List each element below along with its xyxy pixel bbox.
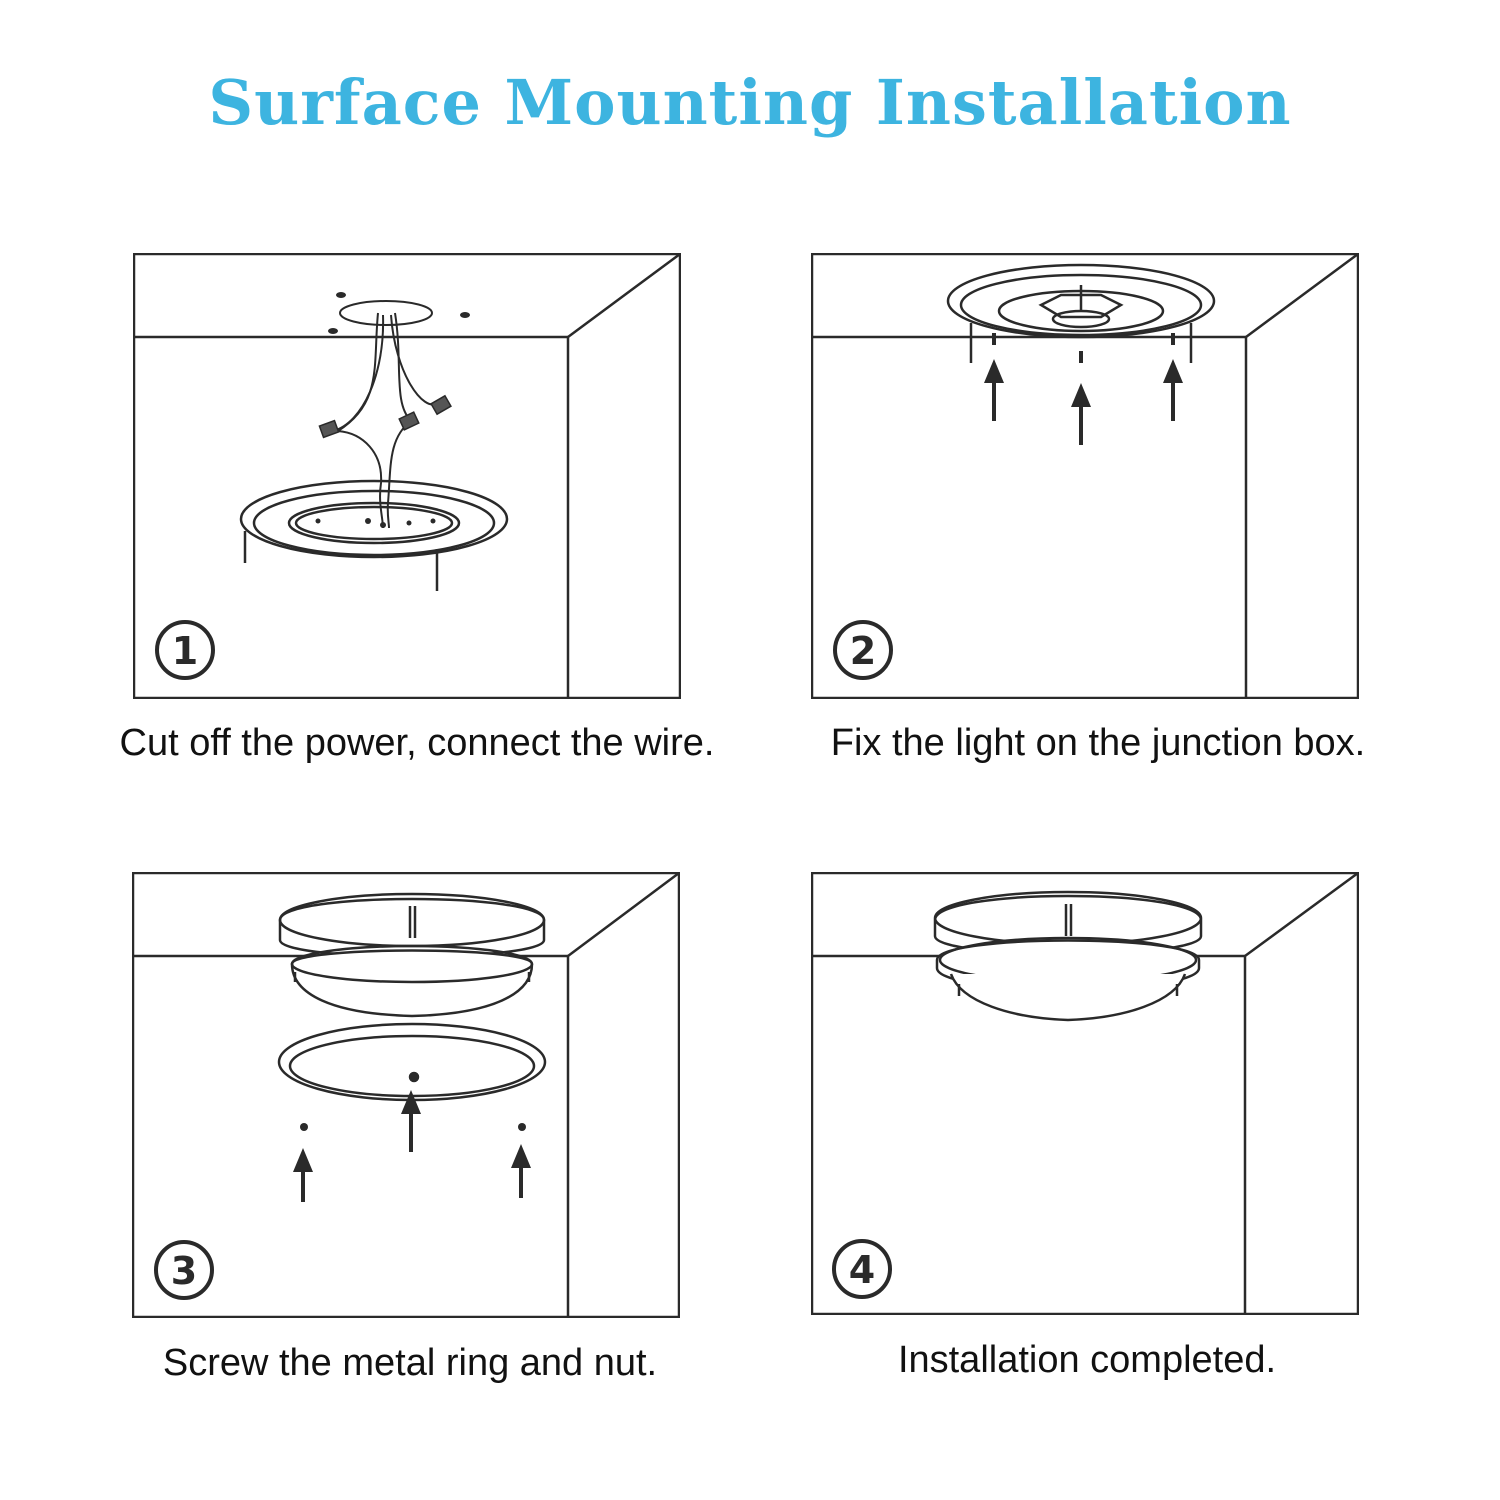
arrow-up-icons [293, 1090, 531, 1202]
step-2-caption: Fix the light on the junction box. [830, 722, 1366, 764]
wires [332, 312, 439, 529]
wire-nut-icons [318, 394, 452, 439]
metal-ring [277, 1022, 547, 1102]
step-1-number: 1 [172, 629, 198, 673]
step-3-badge: 3 [154, 1240, 214, 1300]
step-4-illustration: 4 [811, 872, 1359, 1315]
step-3-illustration: 3 [132, 872, 680, 1318]
step-4-number: 4 [849, 1248, 875, 1292]
ceiling-hole [339, 300, 433, 326]
step-1-illustration: 1 [133, 253, 681, 699]
step-3-number: 3 [171, 1249, 197, 1293]
step-2-number: 2 [850, 629, 876, 673]
step-4-badge: 4 [832, 1239, 892, 1299]
step-1-badge: 1 [155, 620, 215, 680]
step-2-illustration: 2 [811, 253, 1359, 699]
mounting-plate [946, 263, 1216, 363]
step-1-caption: Cut off the power, connect the wire. [119, 722, 715, 764]
step-3-caption: Screw the metal ring and nut. [162, 1342, 658, 1384]
page-title: Surface Mounting Installation [208, 66, 1292, 139]
nut-icons [300, 1123, 526, 1131]
installed-light-fixture [933, 890, 1203, 1022]
mounting-plate [239, 479, 509, 591]
light-fixture [278, 892, 546, 1018]
step-4-caption: Installation completed. [897, 1339, 1277, 1381]
step-2-badge: 2 [833, 620, 893, 680]
arrow-up-icons [984, 333, 1183, 445]
